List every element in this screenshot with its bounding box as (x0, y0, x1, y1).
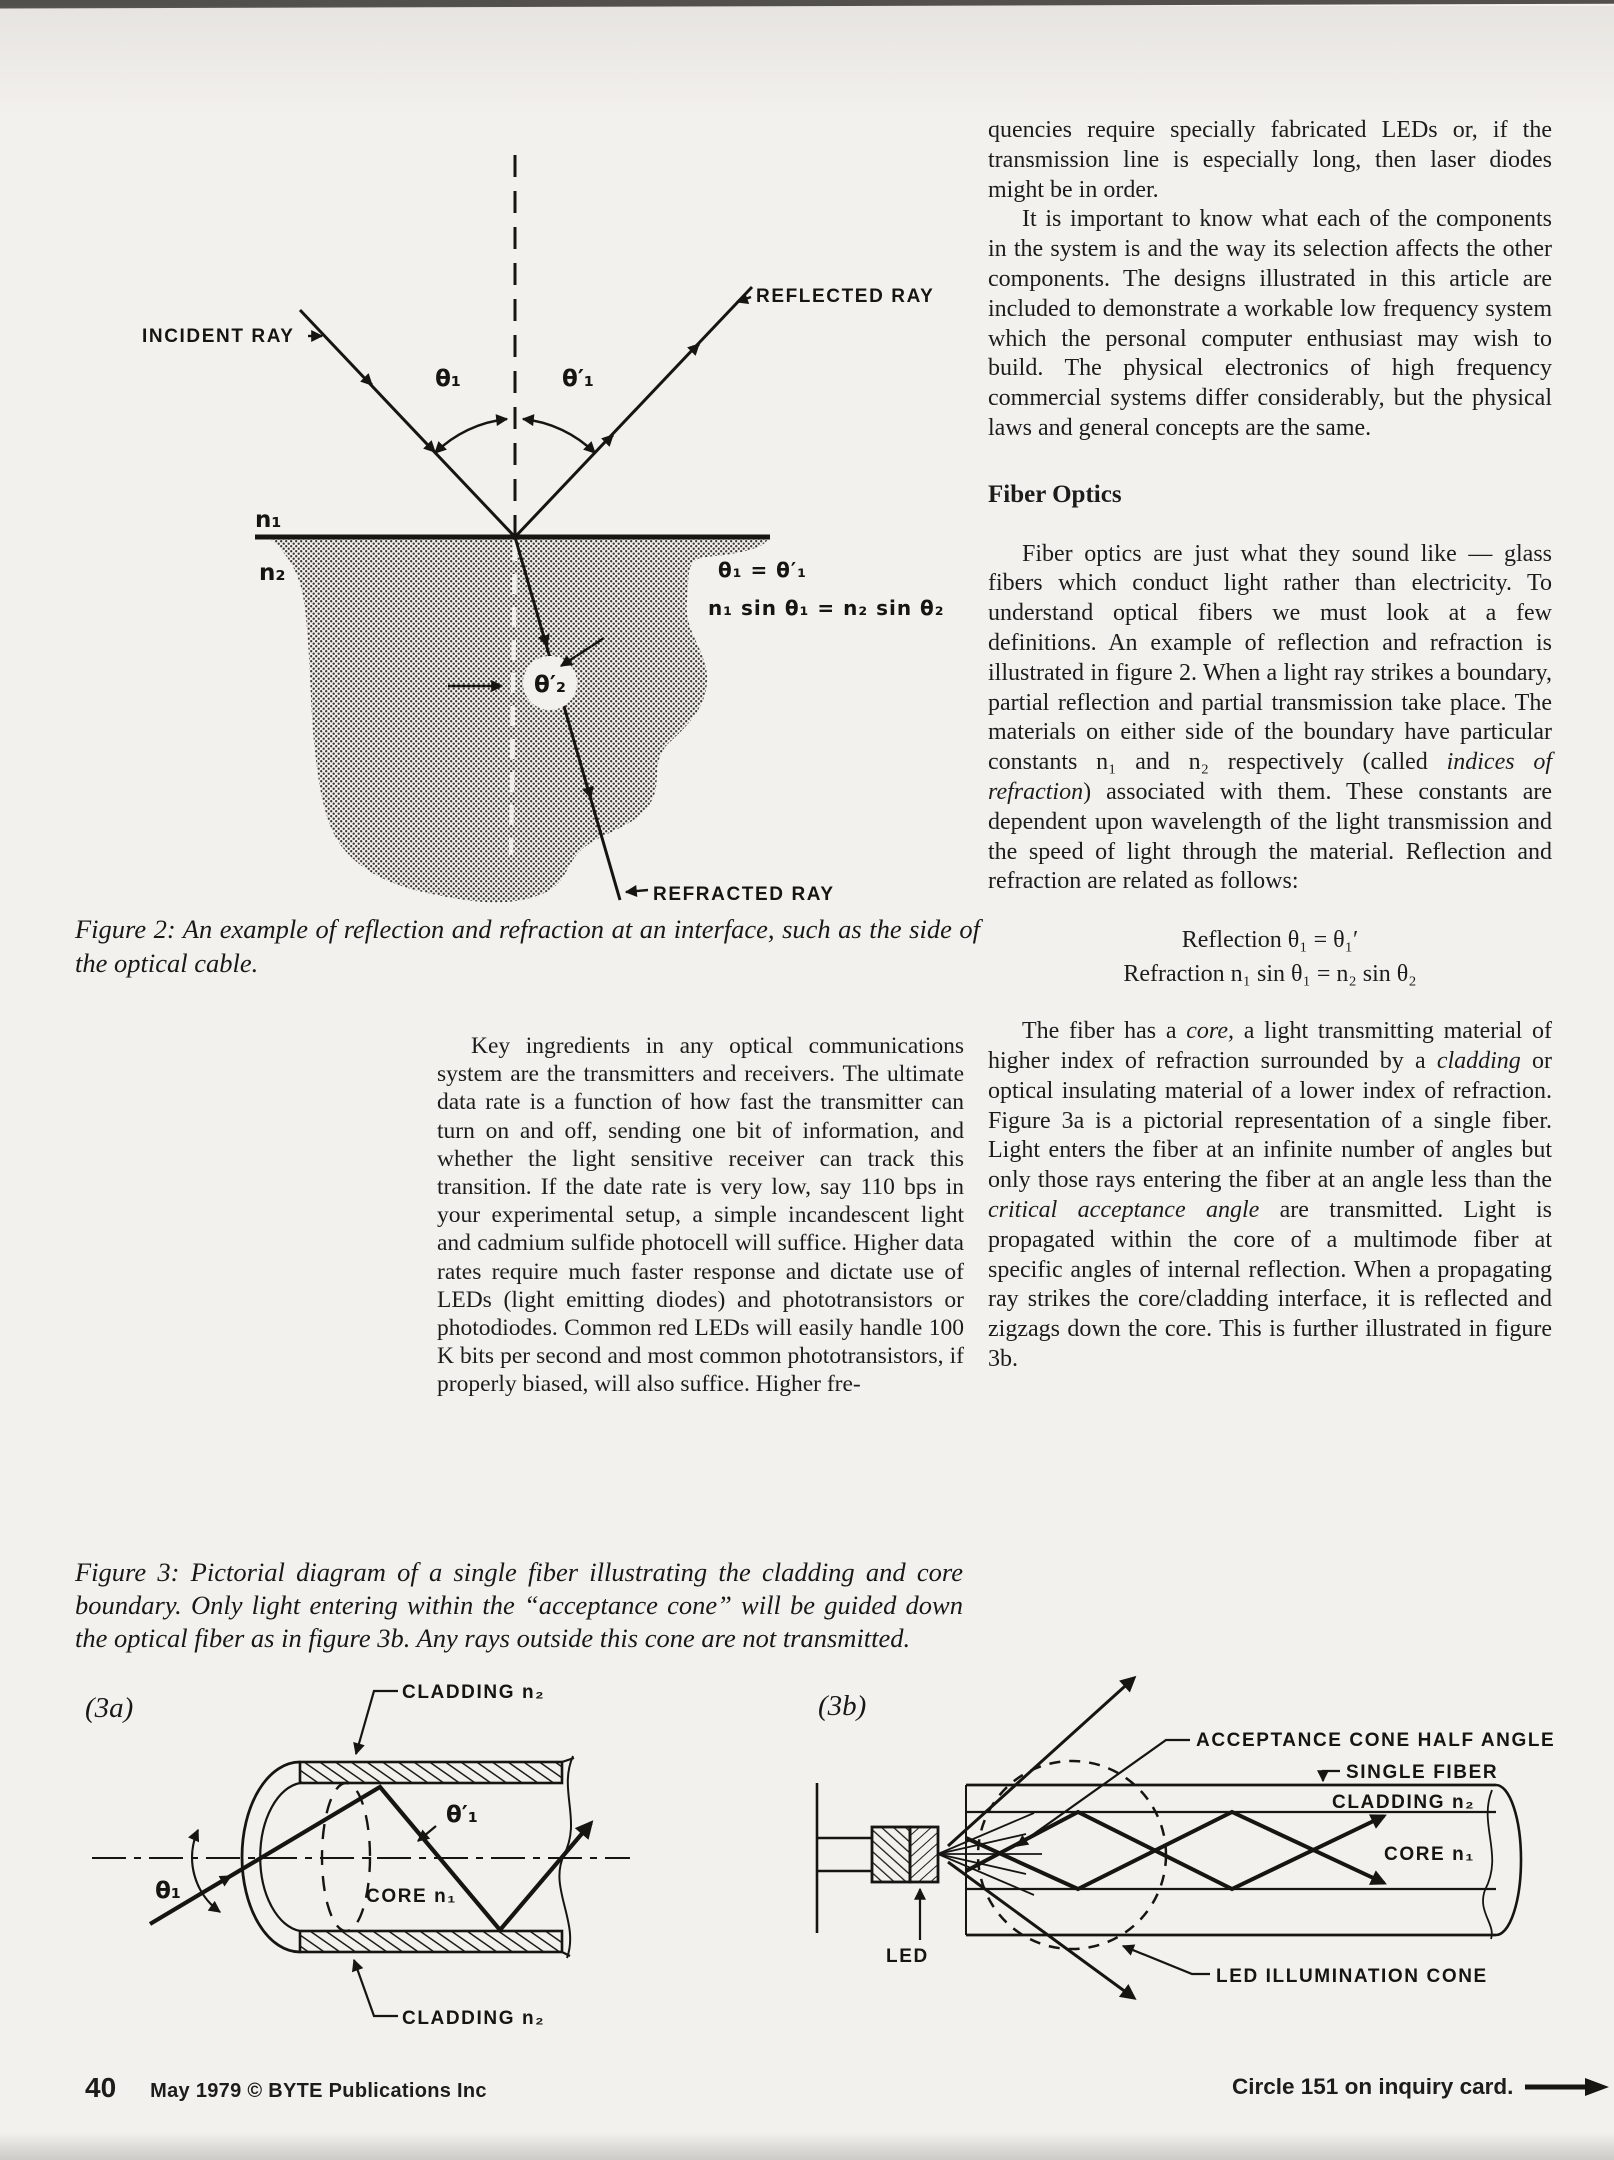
footer-left: 40 May 1979 © BYTE Publications Inc (85, 2072, 487, 2104)
cladding-top-leader (353, 1689, 398, 1756)
incident-ray-label: INCIDENT RAY (142, 326, 295, 347)
refracted-ray-label: REFRACTED RAY (653, 884, 835, 905)
outside-ray-down (947, 1860, 1137, 2000)
illumination-cone-leader (1121, 1944, 1210, 1976)
figure3-caption: Figure 3: Pictorial diagram of a single … (75, 1557, 963, 1653)
scan-haze (0, 6, 1614, 116)
scan-bottom-shade (0, 2132, 1614, 2160)
refracted-ray (513, 536, 622, 901)
refracted-label-arrow (624, 885, 649, 897)
body-paragraph: It is important to know what each of the… (988, 206, 1552, 441)
body-paragraph: Fiber optics are just what they sound li… (988, 540, 1552, 895)
zigzag-ray-2 (965, 1809, 1387, 1892)
figure3a-label: (3a) (85, 1692, 134, 1724)
led-label: LED (886, 1946, 929, 1967)
equation-block: Reflection θ₁ = θ₁′ Refraction n₁ sin θ₁… (988, 923, 1552, 991)
page-number: 40 (85, 2072, 117, 2103)
reflected-label-arrow (735, 292, 752, 305)
cladding-label: CLADDING n₂ (1332, 1792, 1475, 1813)
reflection-equation: Reflection θ₁ = θ₁′ (1181, 927, 1359, 954)
single-fiber-label: SINGLE FIBER (1346, 1762, 1498, 1783)
theta1-label: θ₁ (435, 366, 461, 392)
publication-info: May 1979 © BYTE Publications Inc (150, 2080, 487, 2102)
n1-label: n₁ (255, 507, 281, 533)
cladding-strip-top (298, 1760, 564, 1785)
core-end-dashed-ellipse (320, 1781, 372, 1933)
figure3b-acceptance-cone-diagram: LED ACCEPTANCE CONE HALF ANGLE (815, 1675, 1555, 2000)
body-paragraph: quencies require specially fabricated LE… (988, 117, 1552, 203)
theta1-prime-label: θ′₁ (446, 1802, 478, 1828)
acceptance-cone-leader (1016, 1738, 1190, 1847)
ray-arrowhead (218, 1874, 233, 1887)
figure3b-label: (3b) (818, 1690, 867, 1722)
footer-right: Circle 151 on inquiry card. (1232, 2074, 1611, 2100)
right-column: quencies require specially fabricated LE… (988, 116, 1552, 1375)
normal-line-below (508, 540, 518, 856)
cladding-bottom-leader (351, 1958, 398, 2018)
theta1-arc (188, 1828, 221, 1913)
body-paragraph: The fiber has a core, a light transmitti… (988, 1018, 1553, 1372)
outside-ray-up (946, 1675, 1137, 1848)
led-leads (815, 1783, 872, 1933)
theta2-arrow-right (559, 636, 605, 668)
theta2-bubble (523, 656, 577, 710)
cladding-top-label: CLADDING n₂ (402, 1682, 545, 1703)
led-body (870, 1825, 940, 1884)
theta1-prime-arrow (417, 1825, 437, 1842)
illumination-cone-label: LED ILLUMINATION CONE (1216, 1966, 1488, 1987)
core-label: CORE n₁ (366, 1886, 457, 1907)
figure3a-single-fiber-diagram: θ₁ θ′₁ CLADDING n₂ CORE n₁ CLADDING n₂ (92, 1682, 630, 2029)
cladding-strip-bottom (298, 1929, 564, 1954)
acceptance-cone-label: ACCEPTANCE CONE HALF ANGLE (1196, 1730, 1555, 1751)
reflected-ray-label: REFLECTED RAY (756, 286, 934, 307)
single-fiber-leader (1317, 1769, 1340, 1783)
theta1-prime-label: θ′₁ (562, 366, 594, 392)
scan-top-edge (0, 0, 1614, 9)
figure2-caption: Figure 2: An example of reflection and r… (75, 914, 980, 978)
refraction-equation: Refraction n₁ sin θ₁ = n₂ sin θ₂ (1123, 961, 1417, 988)
left-column-paragraph: Key ingredients in any optical communica… (437, 1033, 964, 1398)
angle-arcs (434, 414, 596, 454)
zigzag-ray-1 (965, 1809, 1387, 1892)
figure2-equation-1: θ₁ = θ′₁ (718, 558, 807, 582)
inquiry-card-text: Circle 151 on inquiry card. (1232, 2074, 1514, 2099)
fiber-endcap-outer (240, 1760, 301, 1954)
stipple-medium-region (270, 539, 768, 903)
figure2-equation-2: n₁ sin θ₁ = n₂ sin θ₂ (708, 596, 945, 620)
cladding-bottom-label: CLADDING n₂ (402, 2008, 545, 2029)
led-fan-rays (937, 1812, 1042, 1896)
theta1-label: θ₁ (155, 1878, 181, 1904)
incident-ray (298, 308, 517, 539)
section-heading: Fiber Optics (988, 480, 1122, 508)
figure2-reflection-refraction-diagram: INCIDENT RAY REFLECTED RAY REFRACTED RAY… (142, 155, 945, 905)
reflected-ray (513, 285, 754, 539)
bottom-wall-extension (561, 1951, 571, 1957)
theta2-prime-label: θ′₂ (534, 672, 566, 698)
n2-label: n₂ (259, 560, 285, 586)
top-wall-extension (561, 1756, 575, 1764)
light-ray (148, 1784, 594, 1934)
core-label: CORE n₁ (1384, 1844, 1475, 1865)
inquiry-arrow-icon (1525, 2078, 1610, 2096)
